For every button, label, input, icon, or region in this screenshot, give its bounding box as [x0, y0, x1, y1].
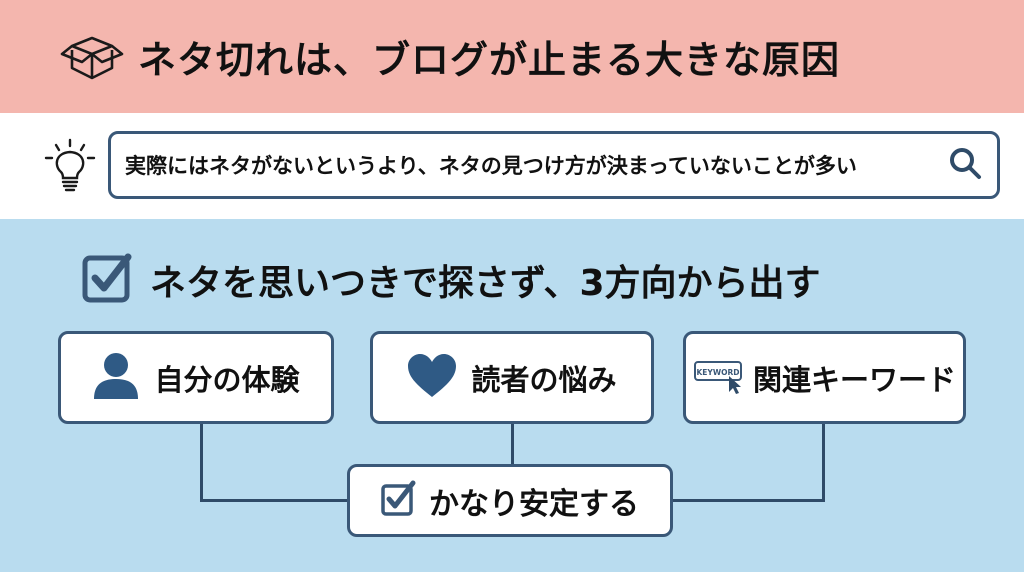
header-band [0, 0, 1024, 113]
source-label: 読者の悩み [471, 362, 617, 397]
checkbox-icon [381, 480, 417, 522]
connector-left-horizontal [200, 499, 350, 502]
open-box-icon [58, 26, 126, 86]
connector-right-vertical [822, 424, 825, 502]
keyword-cursor-icon: KEYWORD [693, 358, 745, 398]
page-title: ネタ切れは、ブログが止まる大きな原因 [138, 37, 841, 82]
heart-icon [407, 353, 457, 403]
search-icon [947, 145, 983, 185]
source-label: 関連キーワード [752, 362, 956, 397]
source-card-keywords: KEYWORD 関連キーワード [683, 331, 966, 424]
connector-left-vertical [200, 424, 203, 502]
checkbox-icon [82, 251, 136, 309]
insight-text: 実際にはネタがないというより、ネタの見つけ方が決まっていないことが多い [125, 154, 857, 178]
result-card: かなり安定する [347, 464, 673, 537]
svg-text:KEYWORD: KEYWORD [696, 368, 739, 377]
source-label: 自分の体験 [154, 362, 300, 397]
connector-center-vertical [511, 424, 514, 466]
person-icon [92, 351, 140, 405]
source-card-reader-worries: 読者の悩み [370, 331, 654, 424]
header-title-row: ネタ切れは、ブログが止まる大きな原因 [58, 26, 840, 86]
solution-title-row: ネタを思いつきで探さず、3方向から出す [82, 250, 821, 310]
connector-right-horizontal [670, 499, 825, 502]
solution-title: ネタを思いつきで探さず、3方向から出す [150, 263, 821, 304]
lightbulb-icon [42, 138, 98, 200]
insight-search-box: 実際にはネタがないというより、ネタの見つけ方が決まっていないことが多い [108, 131, 1000, 199]
source-card-experience: 自分の体験 [58, 331, 334, 424]
result-label: かなり安定する [429, 486, 639, 522]
